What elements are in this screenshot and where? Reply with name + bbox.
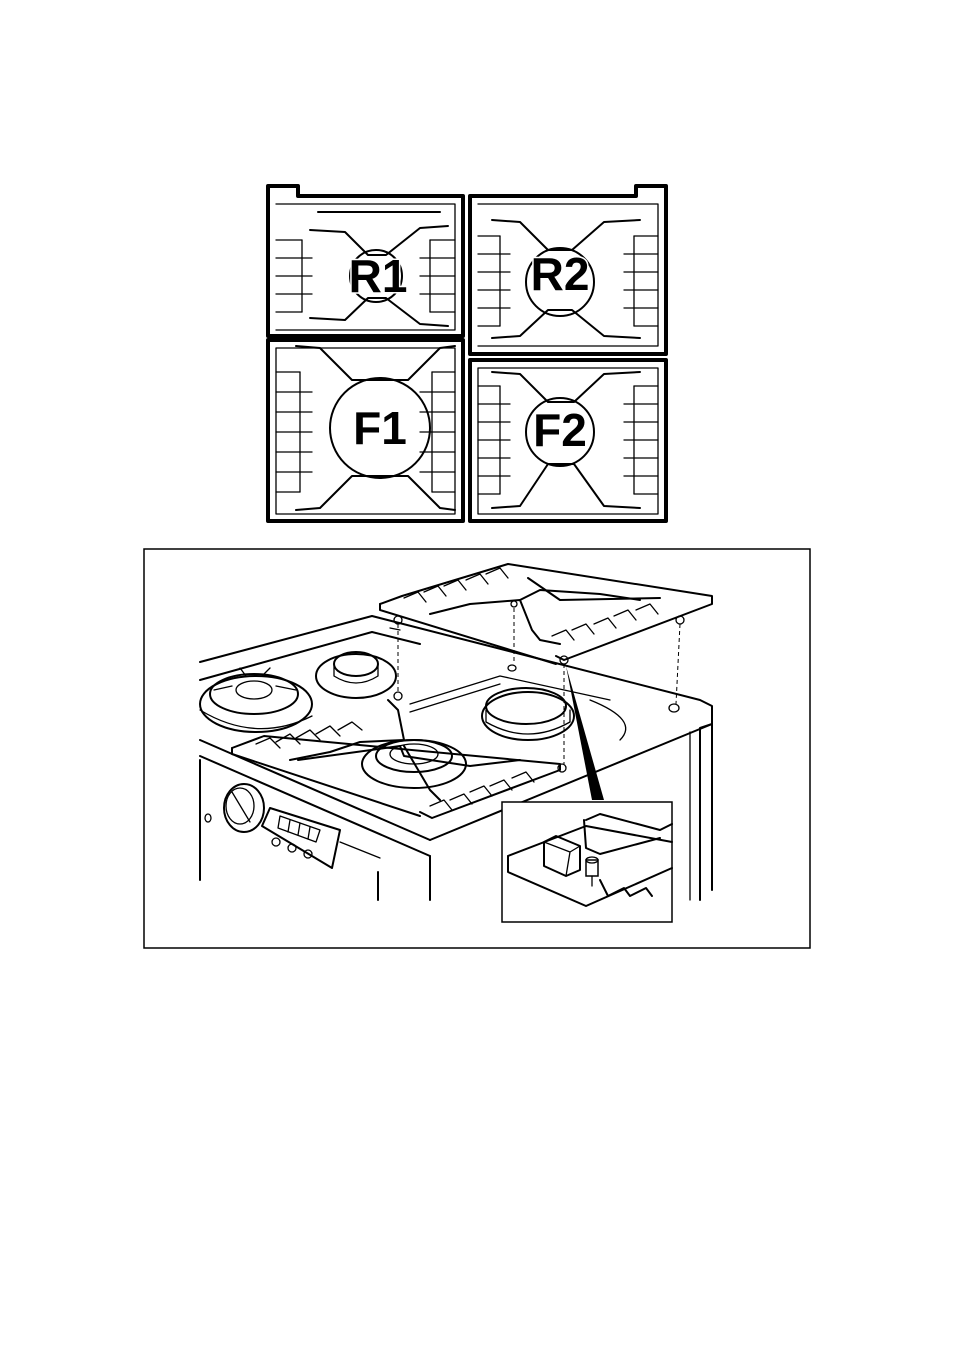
cooker-illustration-frame	[144, 549, 810, 948]
cooker-hob-illustration	[200, 564, 712, 922]
pan-support-foot-detail	[502, 666, 672, 922]
grid-f2: F2	[470, 360, 666, 521]
burner-rear-left	[316, 652, 396, 698]
burner-wok-left	[200, 668, 312, 732]
label-r1: R1	[349, 250, 408, 302]
control-knob-icon	[224, 784, 264, 832]
pan-support-lifted	[380, 564, 712, 764]
grid-r2: R2	[470, 186, 666, 354]
label-f2: F2	[533, 404, 587, 456]
label-f1: F1	[353, 402, 407, 454]
label-r2: R2	[531, 248, 590, 300]
burner-rear-right	[482, 688, 574, 740]
timer-display-icon	[262, 808, 340, 868]
grid-f1: F1	[268, 340, 463, 521]
grid-r1: R1	[268, 186, 463, 336]
pan-support-grid-diagram: R1 R2 F1	[268, 186, 666, 521]
pan-support-installed	[232, 692, 566, 818]
